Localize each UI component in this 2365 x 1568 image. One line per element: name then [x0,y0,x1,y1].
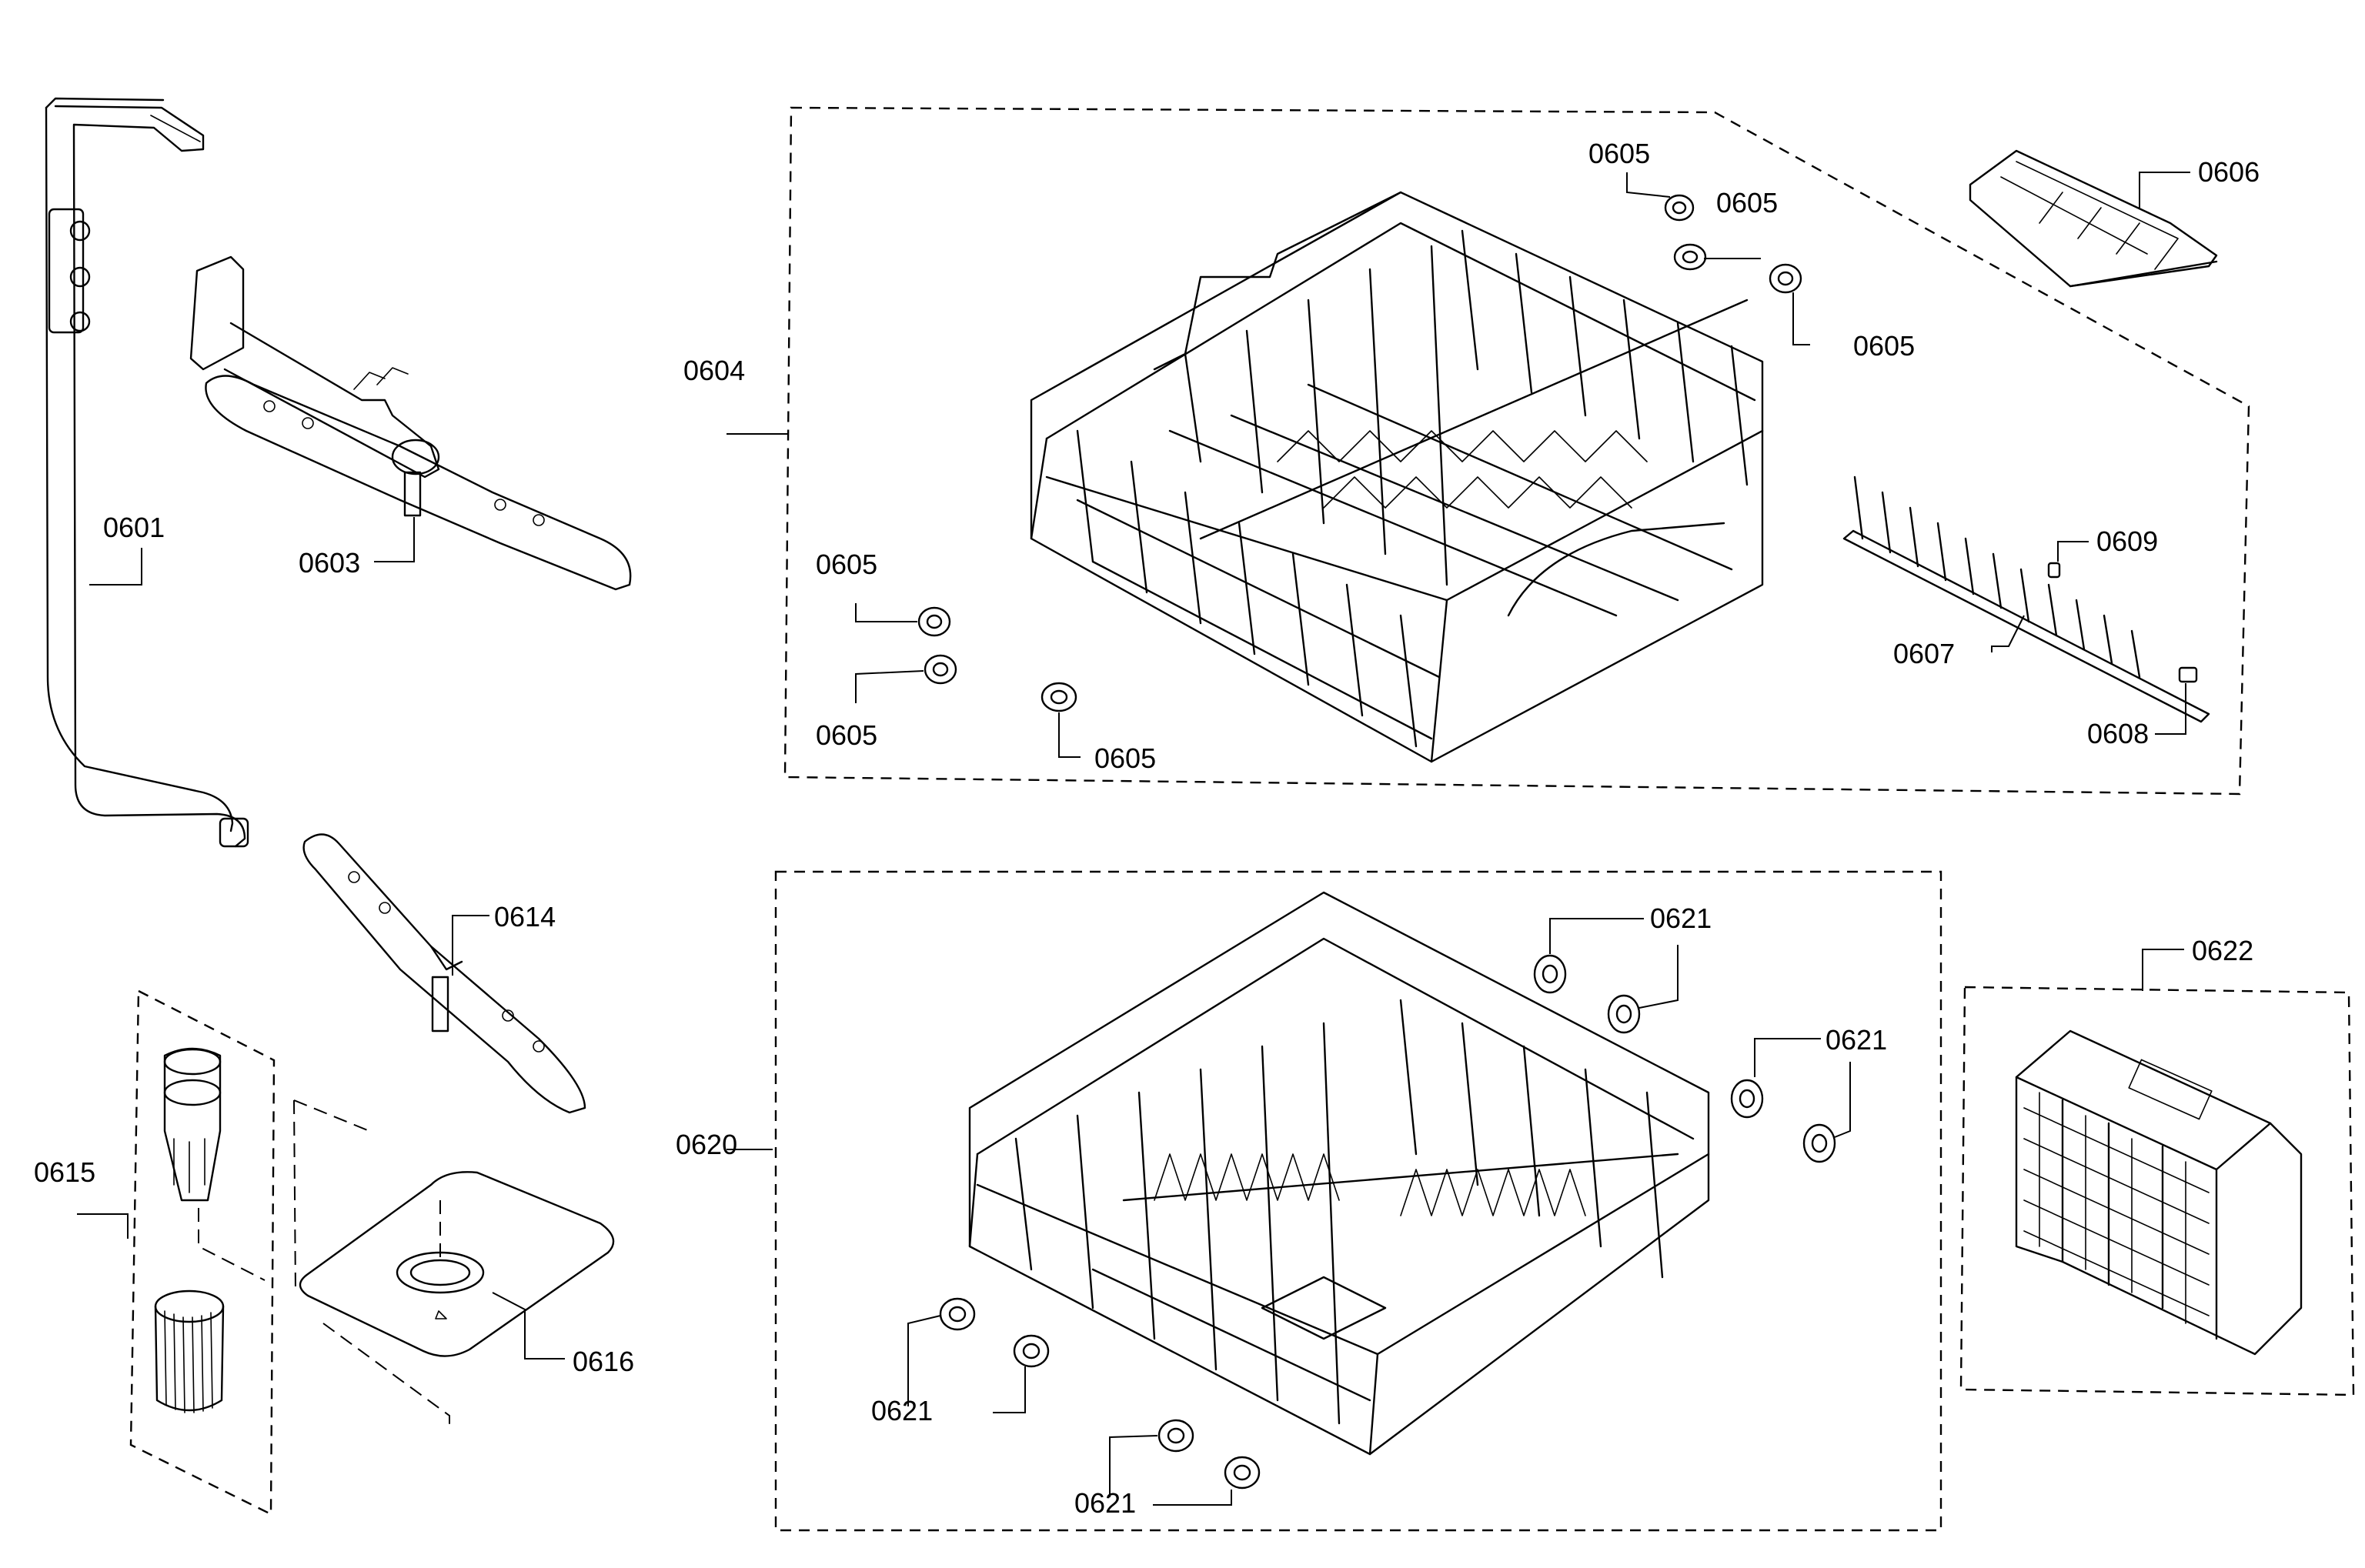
label-0614: 0614 [494,901,556,932]
cutlery-basket-part [2015,1029,2303,1356]
roller-0605-top-a [1664,194,1695,222]
label-0621-d: 0621 [1074,1487,1136,1519]
upper-rack-group-boundary [783,106,2250,796]
wheel-0621-c [1730,1079,1764,1119]
filter-plate-part [299,1171,615,1431]
label-0609: 0609 [2096,525,2158,557]
roller-0605-left-a [917,606,951,637]
clip-0608-part [2178,666,2198,683]
label-0603: 0603 [299,547,360,579]
wheel-0621-f [1013,1334,1050,1368]
upper-rack-part [1030,191,1764,763]
roller-0605-top-b [1673,243,1707,271]
lower-rack-group-boundary [774,870,1942,1532]
label-0606: 0606 [2198,156,2260,188]
wheel-0621-h [1224,1456,1261,1490]
wheel-0621-a [1533,954,1567,994]
filter-cylinder-part [163,1047,222,1202]
lower-spray-arm-part [302,833,586,1114]
upper-spray-arm-part [189,255,632,591]
wheel-0621-d [1802,1123,1836,1163]
label-0621-a: 0621 [1650,902,1712,934]
wheel-0621-g [1157,1419,1194,1453]
label-0605-left-b: 0605 [816,719,877,751]
label-0605-left-c: 0605 [1094,742,1156,774]
filter-alignment-line-1 [198,1208,266,1281]
filter-alignment-line-2 [293,1099,370,1293]
label-0605-top-b: 0605 [1716,187,1778,219]
label-0607: 0607 [1893,638,1955,669]
label-0605-left-a: 0605 [816,549,877,580]
tine-row-part [1842,475,2210,723]
roller-0605-top-c [1769,263,1802,294]
cup-shelf-part [1969,149,2218,288]
label-0605-top-c: 0605 [1853,330,1915,362]
label-0601: 0601 [103,512,165,543]
roller-0605-left-c [1041,682,1077,712]
lower-rack-part [968,891,1710,1456]
label-0605-top-a: 0605 [1588,138,1650,169]
roller-0605-left-b [924,654,957,685]
label-0622: 0622 [2192,935,2253,966]
filter-group-boundary [129,989,276,1516]
label-0615: 0615 [34,1156,95,1188]
label-0620: 0620 [676,1129,737,1160]
fine-filter-part [154,1289,225,1413]
wheel-0621-b [1607,994,1641,1034]
label-0608: 0608 [2087,718,2149,749]
spray-supply-pipe-part [45,97,249,848]
clip-0609-part [2047,562,2061,579]
label-0621-b: 0621 [1826,1024,1887,1056]
basket-group-boundary [1959,986,2355,1396]
wheel-0621-e [939,1297,976,1331]
leader-lines [77,172,2190,1506]
label-0621-c: 0621 [871,1395,933,1426]
label-0616: 0616 [573,1346,634,1377]
label-0604: 0604 [683,355,745,386]
